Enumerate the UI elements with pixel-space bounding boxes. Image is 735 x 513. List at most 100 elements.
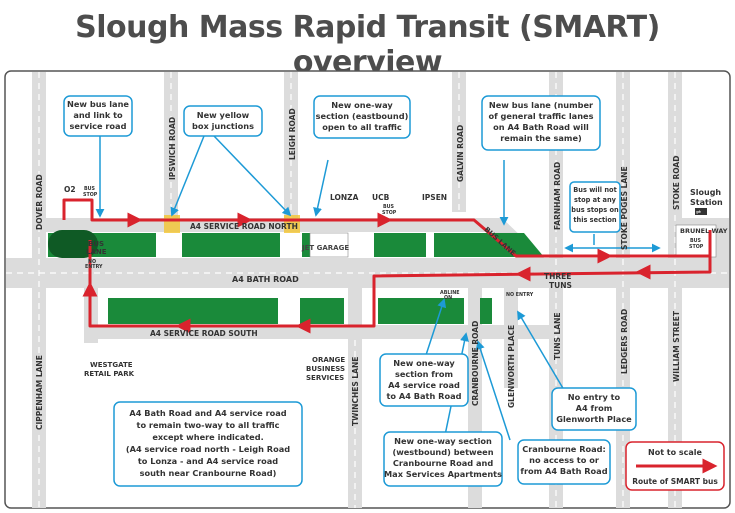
callout-two-way-box (113, 401, 303, 487)
label-a4-bath-road: A4 BATH ROAD (232, 275, 299, 284)
label-slough-2: Station (690, 198, 723, 207)
callout-one-way-east-line: open to all traffic (322, 122, 402, 132)
label-galvin-road: GALVIN ROAD (456, 125, 465, 182)
abline-tag-2: ON (444, 295, 452, 301)
block-north-3 (374, 233, 426, 257)
label-ucb: UCB (372, 193, 390, 202)
callout-leaders (95, 135, 661, 441)
callout-one-way-west-line: (westbound) between (392, 447, 493, 457)
block-south-1 (108, 298, 278, 324)
label-three-tuns-1: THREE (544, 272, 571, 281)
bus-stop-brunel: BUS (690, 238, 702, 244)
callout-no-entry-glen-box (551, 387, 637, 431)
callout-one-way-east-line: section (eastbound) (316, 111, 409, 121)
label-three-tuns-2: TUNS (549, 281, 572, 290)
callout-one-way-west-box (383, 431, 503, 487)
callout-bus-not-stop-box (569, 181, 621, 233)
label-westgate-2: RETAIL PARK (84, 370, 135, 378)
callout-one-way-from-line: A4 service road (388, 380, 460, 390)
callout-one-way-from-line: to A4 Bath Road (387, 391, 462, 401)
label-ipsen: IPSEN (422, 193, 447, 202)
label-jet-garage: JET GARAGE (301, 244, 349, 252)
label-o2: O2 (64, 185, 76, 194)
smart-bus-route (62, 198, 712, 334)
label-ledgers-road: LEDGERS ROAD (620, 309, 629, 374)
callout-two-way-note-line: to Lonza - and A4 service road (138, 456, 278, 466)
bus-stop-o2-2: STOP (83, 192, 98, 198)
callout-two-way-note-line: south near Cranbourne Road) (140, 468, 277, 478)
callout-one-way-from-line: section from (395, 369, 453, 379)
callout-cranbourne-note-line: Cranbourne Road: (522, 444, 606, 454)
callout-bus-lane-link-line: and link to (73, 110, 123, 120)
callout-no-entry-glen-line: No entry to (568, 392, 621, 402)
road-stoke (668, 72, 682, 262)
callout-bus-lane-general-line: New bus lane (number (489, 100, 594, 110)
label-orange-1: ORANGE (312, 356, 345, 364)
rail-icon (695, 208, 707, 215)
label-tuns-lane: TUNS LANE (553, 313, 562, 360)
callout-cranbourne-box (517, 439, 611, 485)
abline-tag-1: ABLINE (440, 290, 460, 296)
road-markings (6, 72, 729, 508)
jet-garage-block (309, 232, 349, 258)
label-cranbourne-road: CRANBOURNE ROAD (471, 321, 480, 406)
no-entry-tag-2: ENTRY (85, 264, 103, 270)
yellow-box-ipswich (164, 215, 180, 233)
label-orange-3: SERVICES (306, 374, 344, 382)
legend-not-to-scale: Not to scale (648, 448, 703, 457)
bus-lane-tag-1: BUS (88, 240, 104, 248)
bus-stop-o2: BUS (84, 186, 96, 192)
callout-bus-lane-general-box (481, 95, 601, 151)
bus-stop-ucb-2: STOP (382, 210, 397, 216)
callout-one-way-west-line: Max Services Apartments (384, 469, 502, 479)
label-twinches-lane: TWINCHES LANE (351, 357, 360, 426)
callout-bus-lane-general-line: of general traffic lanes (489, 111, 594, 121)
label-lonza: LONZA (330, 193, 359, 202)
rail-icon-glyph: ⇌ (696, 209, 701, 216)
label-a4-service-north: A4 SERVICE ROAD NORTH (190, 222, 298, 231)
label-glenworth-place: GLENWORTH PLACE (507, 325, 516, 408)
callout-one-way-from-line: New one-way (393, 358, 455, 368)
callout-yellow-box-line: box junctions (192, 121, 254, 131)
callout-bus-not-stop-line: bus stops on (571, 206, 619, 214)
block-south-2 (300, 298, 344, 324)
callout-bus-lane-link-line: service road (70, 121, 127, 131)
building-blocks (48, 233, 544, 324)
dover-roundabout (48, 230, 98, 258)
callout-no-entry-glen-line: A4 from (576, 403, 613, 413)
callout-bus-not-stop-line: Bus will not (573, 186, 616, 194)
bus-stop-ucb: BUS (383, 204, 395, 210)
callout-cranbourne-note-line: from A4 Bath Road (520, 466, 607, 476)
callout-one-way-from-box (379, 353, 469, 407)
no-entry-tag-1: NO (88, 259, 96, 265)
road-cippenham (32, 286, 46, 508)
callout-cranbourne-note-line: no access to or (529, 455, 600, 465)
callout-yellow-box-box (183, 105, 263, 137)
block-north-1 (182, 233, 280, 257)
callout-bus-lane-link-box (63, 95, 133, 137)
transit-map: DOVER ROAD IPSWICH ROAD LEIGH ROAD GALVI… (4, 70, 731, 509)
label-ipswich-road: IPSWICH ROAD (168, 117, 177, 180)
callout-yellow-box-line: New yellow (197, 110, 250, 120)
legend-route: Route of SMART bus (632, 477, 718, 486)
callout-bus-lane-link-line: New bus lane (67, 99, 129, 109)
block-south-4 (480, 298, 492, 324)
callout-two-way-note-line: except where indicated. (152, 432, 263, 442)
callout-one-way-east-box (313, 95, 411, 139)
label-farnham-road: FARNHAM ROAD (553, 162, 562, 230)
callout-bus-lane-general-line: on A4 Bath Road will (493, 122, 589, 132)
callout-bus-not-stop-line: stop at any (574, 196, 617, 204)
label-brunel-way: BRUNEL WAY (680, 227, 728, 235)
label-a4-service-south: A4 SERVICE ROAD SOUTH (150, 329, 258, 338)
block-north-5 (508, 233, 544, 257)
callout-one-way-east-line: New one-way (331, 100, 393, 110)
label-slough-1: Slough (690, 188, 721, 197)
label-cippenham-lane: CIPPENHAM LANE (35, 355, 44, 430)
bus-stop-brunel-2: STOP (689, 244, 704, 250)
label-william-street: WILLIAM STREET (672, 310, 681, 382)
callout-boxes (63, 95, 637, 487)
callout-one-way-west-line: New one-way section (394, 436, 492, 446)
label-orange-2: BUSINESS (306, 365, 345, 373)
no-entry-glen-tag: NO ENTRY (506, 292, 534, 298)
callout-bus-not-stop-line: this section (573, 216, 617, 224)
